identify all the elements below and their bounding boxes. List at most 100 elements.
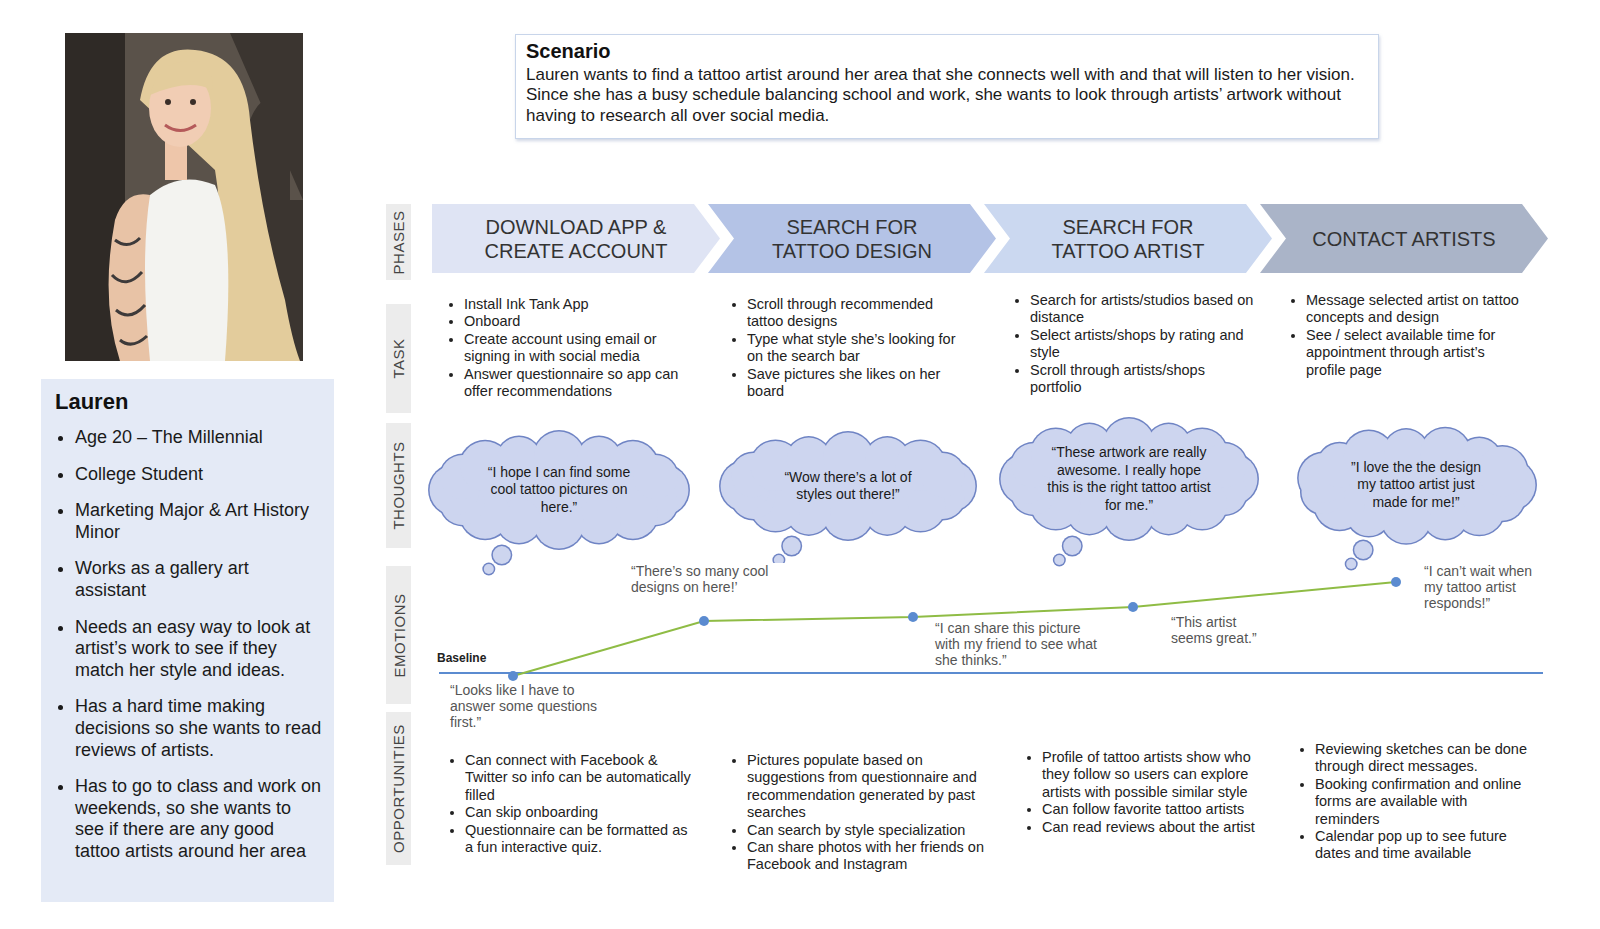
cloud-lobe <box>1104 419 1154 469</box>
photo-tattoo <box>112 238 147 344</box>
emotion-quote: “There’s so many cool designs on here!’ <box>629 563 789 595</box>
task-item: Search for artists/studios based on dist… <box>1030 292 1260 327</box>
emotion-dot <box>1128 602 1138 612</box>
cloud-outline <box>719 431 977 566</box>
persona-name: Lauren <box>55 389 322 415</box>
emotion-dot <box>1391 577 1401 587</box>
task-list: Scroll through recommended tattoo design… <box>729 296 959 400</box>
row-title: TASK <box>390 338 407 378</box>
chevron-shape <box>432 204 720 273</box>
cloud-lobe-outline <box>482 563 495 576</box>
chevron-fill <box>432 204 720 273</box>
task-item: See / select available time for appointm… <box>1306 327 1520 379</box>
phase-chevron: DOWNLOAD APP & CREATE ACCOUNT <box>432 204 720 273</box>
emotion-note: “I can’t wait when my tattoo artist resp… <box>1422 563 1550 612</box>
emotion-note: “There’s so many cool designs on here!’ <box>629 563 789 596</box>
thought-cloud: “I hope I can find some cool tattoo pict… <box>429 431 689 549</box>
text-holder: ”I love the the design my tattoo artist … <box>1296 426 1536 544</box>
thought-text: “Wow there’s a lot of styles out there!” <box>783 469 913 504</box>
thought-text: “These artwork are really awesome. I rea… <box>1047 444 1212 514</box>
phase-title: CONTACT ARTISTS <box>1309 227 1499 251</box>
phase-chevron: SEARCH FOR TATTOO ARTIST <box>984 204 1272 273</box>
cloud-outline <box>1297 427 1537 571</box>
text-holder: “Wow there’s a lot of styles out there!” <box>720 432 976 540</box>
phase-title: SEARCH FOR TATTOO ARTIST <box>1033 215 1223 263</box>
cloud-lobe <box>1346 559 1356 569</box>
emotion-dot <box>908 612 918 622</box>
opportunity-item: Profile of tattoo artists show who they … <box>1042 749 1267 801</box>
cloud-lobe-outline <box>491 545 512 566</box>
persona-trait: Age 20 – The Millennial <box>75 427 322 449</box>
opportunity-item: Questionnaire can be formatted as a fun … <box>465 822 697 857</box>
task-item: Create account using email or signing in… <box>464 331 679 366</box>
opportunity-list: Pictures populate based on suggestions f… <box>729 752 987 874</box>
emotion-line <box>513 582 1396 676</box>
row-label-bar: OPPORTUNITIES <box>386 712 411 865</box>
cloud-lobe <box>1477 446 1527 496</box>
row-title: THOUGHTS <box>390 441 407 529</box>
cloud-lobe-outline <box>1062 536 1083 557</box>
scenario-heading: Scenario <box>526 40 1368 63</box>
opportunity-item: Pictures populate based on suggestions f… <box>747 752 987 822</box>
photo-eye <box>190 99 196 105</box>
task-list: Install Ink Tank AppOnboardCreate accoun… <box>446 296 679 400</box>
persona-trait: College Student <box>75 464 322 486</box>
row-label-bar: EMOTIONS <box>386 566 411 704</box>
emotion-quote: “I can share this picture with my friend… <box>933 620 1111 668</box>
emotion-quote: “This artist seems great.” <box>1169 614 1281 646</box>
task-item: Install Ink Tank App <box>464 296 679 313</box>
photo-smile <box>165 125 196 131</box>
emotion-dot <box>699 616 709 626</box>
thought-text: “I hope I can find some cool tattoo pict… <box>484 464 634 517</box>
photo-arm <box>109 194 150 361</box>
cloud-lobe <box>484 564 494 574</box>
thought-cloud: “Wow there’s a lot of styles out there!” <box>720 432 976 540</box>
chevron-shape <box>984 204 1272 273</box>
phase-title: DOWNLOAD APP & CREATE ACCOUNT <box>481 215 671 263</box>
task-list: Search for artists/studios based on dist… <box>1012 292 1260 396</box>
photo-eye <box>165 99 171 105</box>
row-label-bar: PHASES <box>386 204 411 280</box>
opportunity-list: Can connect with Facebook & Twitter so i… <box>447 752 697 856</box>
task-item: Answer questionnaire so app can offer re… <box>464 366 679 401</box>
opportunity-item: Can follow favorite tattoo artists <box>1042 801 1267 818</box>
text-holder: “I hope I can find some cool tattoo pict… <box>429 431 689 549</box>
baseline-label: Baseline <box>435 651 488 665</box>
cloud-lobe-outline <box>781 536 802 557</box>
text-holder: CONTACT ARTISTS <box>1260 204 1548 273</box>
photo-fringe <box>150 61 213 95</box>
persona-trait: Marketing Major & Art History Minor <box>75 500 322 543</box>
cloud-fill <box>721 433 976 565</box>
opportunity-list: Profile of tattoo artists show who they … <box>1024 749 1267 836</box>
opportunity-item: Can share photos with her friends on Fac… <box>747 839 987 874</box>
scenario-box: ScenarioLauren wants to find a tattoo ar… <box>515 34 1379 139</box>
opportunity-item: Reviewing sketches can be done through d… <box>1315 741 1527 776</box>
emotion-quote: “Looks like I have to answer some questi… <box>448 682 603 730</box>
row-title: PHASES <box>390 210 407 274</box>
cloud-lobe-outline <box>1053 554 1066 567</box>
emotion-quote: “I can’t wait when my tattoo artist resp… <box>1422 563 1550 611</box>
opportunity-item: Can search by style specialization <box>747 822 987 839</box>
chevron-shape <box>708 204 996 273</box>
opportunity-item: Can skip onboarding <box>465 804 697 821</box>
cloud-outline <box>428 430 690 575</box>
persona-trait: Works as a gallery art assistant <box>75 558 322 601</box>
text-holder: SEARCH FOR TATTOO DESIGN <box>708 204 996 273</box>
persona-photo <box>65 33 303 361</box>
thought-cloud: “These artwork are really awesome. I rea… <box>1000 418 1258 540</box>
emotion-note: “Looks like I have to answer some questi… <box>448 682 603 731</box>
task-list: Message selected artist on tattoo concep… <box>1288 292 1520 379</box>
emotion-chart <box>439 577 1543 681</box>
row-label-bar: TASK <box>386 304 411 413</box>
task-item: Message selected artist on tattoo concep… <box>1306 292 1520 327</box>
photo-background <box>65 33 303 361</box>
baseline-tag: Baseline <box>435 648 515 666</box>
chevron-fill <box>984 204 1272 273</box>
text-holder: “These artwork are really awesome. I rea… <box>1000 418 1258 540</box>
thought-text: ”I love the the design my tattoo artist … <box>1341 459 1491 512</box>
task-item: Scroll through recommended tattoo design… <box>747 296 959 331</box>
baseline-line <box>439 672 1543 674</box>
scenario-text: Lauren wants to find a tattoo artist aro… <box>526 65 1368 126</box>
row-title: EMOTIONS <box>390 593 407 677</box>
